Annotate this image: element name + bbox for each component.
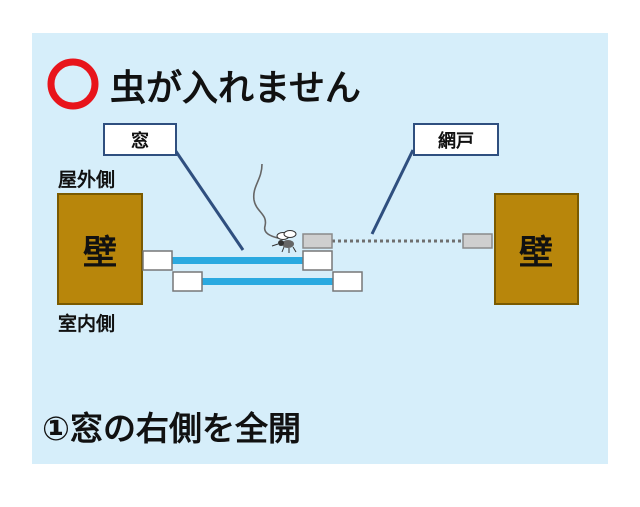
outer-window-right-frame (302, 250, 333, 271)
window-label: 窓 (131, 130, 149, 152)
outer-window-left-frame (142, 250, 173, 271)
screen-label: 網戸 (438, 130, 474, 152)
left-wall-label: 壁 (83, 233, 117, 273)
title: 虫が入れません (110, 68, 361, 109)
inner-window-rail (202, 278, 334, 285)
window-label-box (103, 123, 177, 156)
ok-circle-icon (47, 58, 99, 110)
mosquito-icon (271, 230, 297, 253)
outside-label: 屋外側 (58, 168, 115, 191)
screen-left-frame (302, 233, 333, 249)
left-wall (57, 193, 143, 305)
outer-window-rail (172, 257, 306, 264)
right-wall (494, 193, 579, 305)
screen-right-frame (462, 233, 493, 249)
insect-flight-path (252, 163, 279, 239)
inside-label: 室内側 (58, 312, 115, 335)
inner-window-right-frame (332, 271, 363, 292)
caption: ①窓の右側を全開 (42, 409, 301, 448)
inner-window-left-frame (172, 271, 203, 292)
right-wall-label: 壁 (519, 233, 553, 273)
screen-callout-line (370, 149, 415, 235)
screen-label-box (413, 123, 499, 156)
window-callout-line (173, 149, 245, 251)
